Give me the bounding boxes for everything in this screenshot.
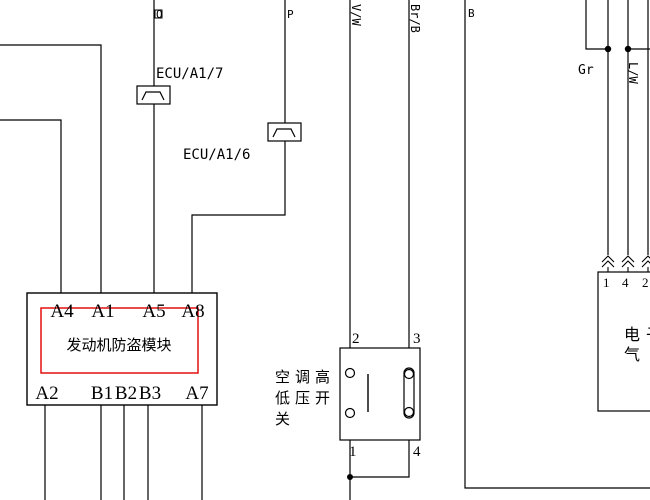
p-wire-label: P [287,8,294,21]
wire-lw: L/W [624,0,650,255]
switch-pin-4: 4 [413,444,421,460]
switch-pin-2: 2 [352,331,360,347]
switch-pin-3: 3 [413,331,421,347]
brb-wire-label: Br/B [408,4,422,33]
highlight-box [40,307,199,374]
gr-wire-label: Gr [578,63,594,78]
pin-b2: B2 [115,383,137,404]
wire-a1 [0,44,102,293]
ac-pressure-switch: 2 3 1 4 空调高 低压开 关 [275,331,421,460]
junction-dot [347,474,353,480]
wire-o: O [153,0,163,293]
o-wire-label: O [156,8,163,21]
pin-a7: A7 [185,383,208,404]
wire-p: P [191,0,294,293]
pin-b1: B1 [91,383,113,404]
right-module-label-line1: 电子 [624,325,650,344]
lw-wire-label: L/W [626,62,640,84]
immobilizer-module: 发动机防盗模块 A4 A1 A5 A8 A2 B1 B2 B3 A7 [26,292,218,406]
switch-bottom-wires [347,440,410,500]
right-module: 1 4 2 电子 气 [597,271,650,412]
wire-brb: Br/B [408,0,422,348]
right-pin-4: 4 [622,275,629,290]
ecu-a1-7-label: ECU/A1/7 [156,66,223,82]
pin-a1: A1 [91,301,114,322]
wire-a4 [0,119,62,293]
o-wire-marker [154,9,163,19]
right-connector-chevrons [601,255,650,272]
pin-b3: B3 [139,383,161,404]
pin-a2: A2 [35,383,58,404]
pin-a4: A4 [50,301,74,322]
module-bottom-wires [44,405,203,500]
right-pin-1: 1 [603,275,610,290]
vw-wire-label: V/W [349,4,363,26]
right-pin-2: 2 [642,275,649,290]
switch-label-line3: 关 [275,410,290,428]
wire-b: B [464,0,650,489]
right-module-label-line2: 气 [624,345,640,364]
pin-a8: A8 [181,301,204,322]
b-wire-label: B [468,7,475,20]
connector-ecu-a1-7: ECU/A1/7 [136,66,223,105]
switch-label-line2: 低压开 [275,389,335,407]
pin-a5: A5 [142,301,165,322]
immobilizer-title: 发动机防盗模块 [66,336,171,354]
switch-label-line1: 空调高 [275,368,335,386]
wire-vw: V/W [349,0,363,348]
connector-ecu-a1-6: ECU/A1/6 [183,122,302,163]
ecu-a1-6-label: ECU/A1/6 [183,147,250,163]
wire-gr: Gr [578,0,612,255]
switch-pin-1: 1 [349,444,357,460]
